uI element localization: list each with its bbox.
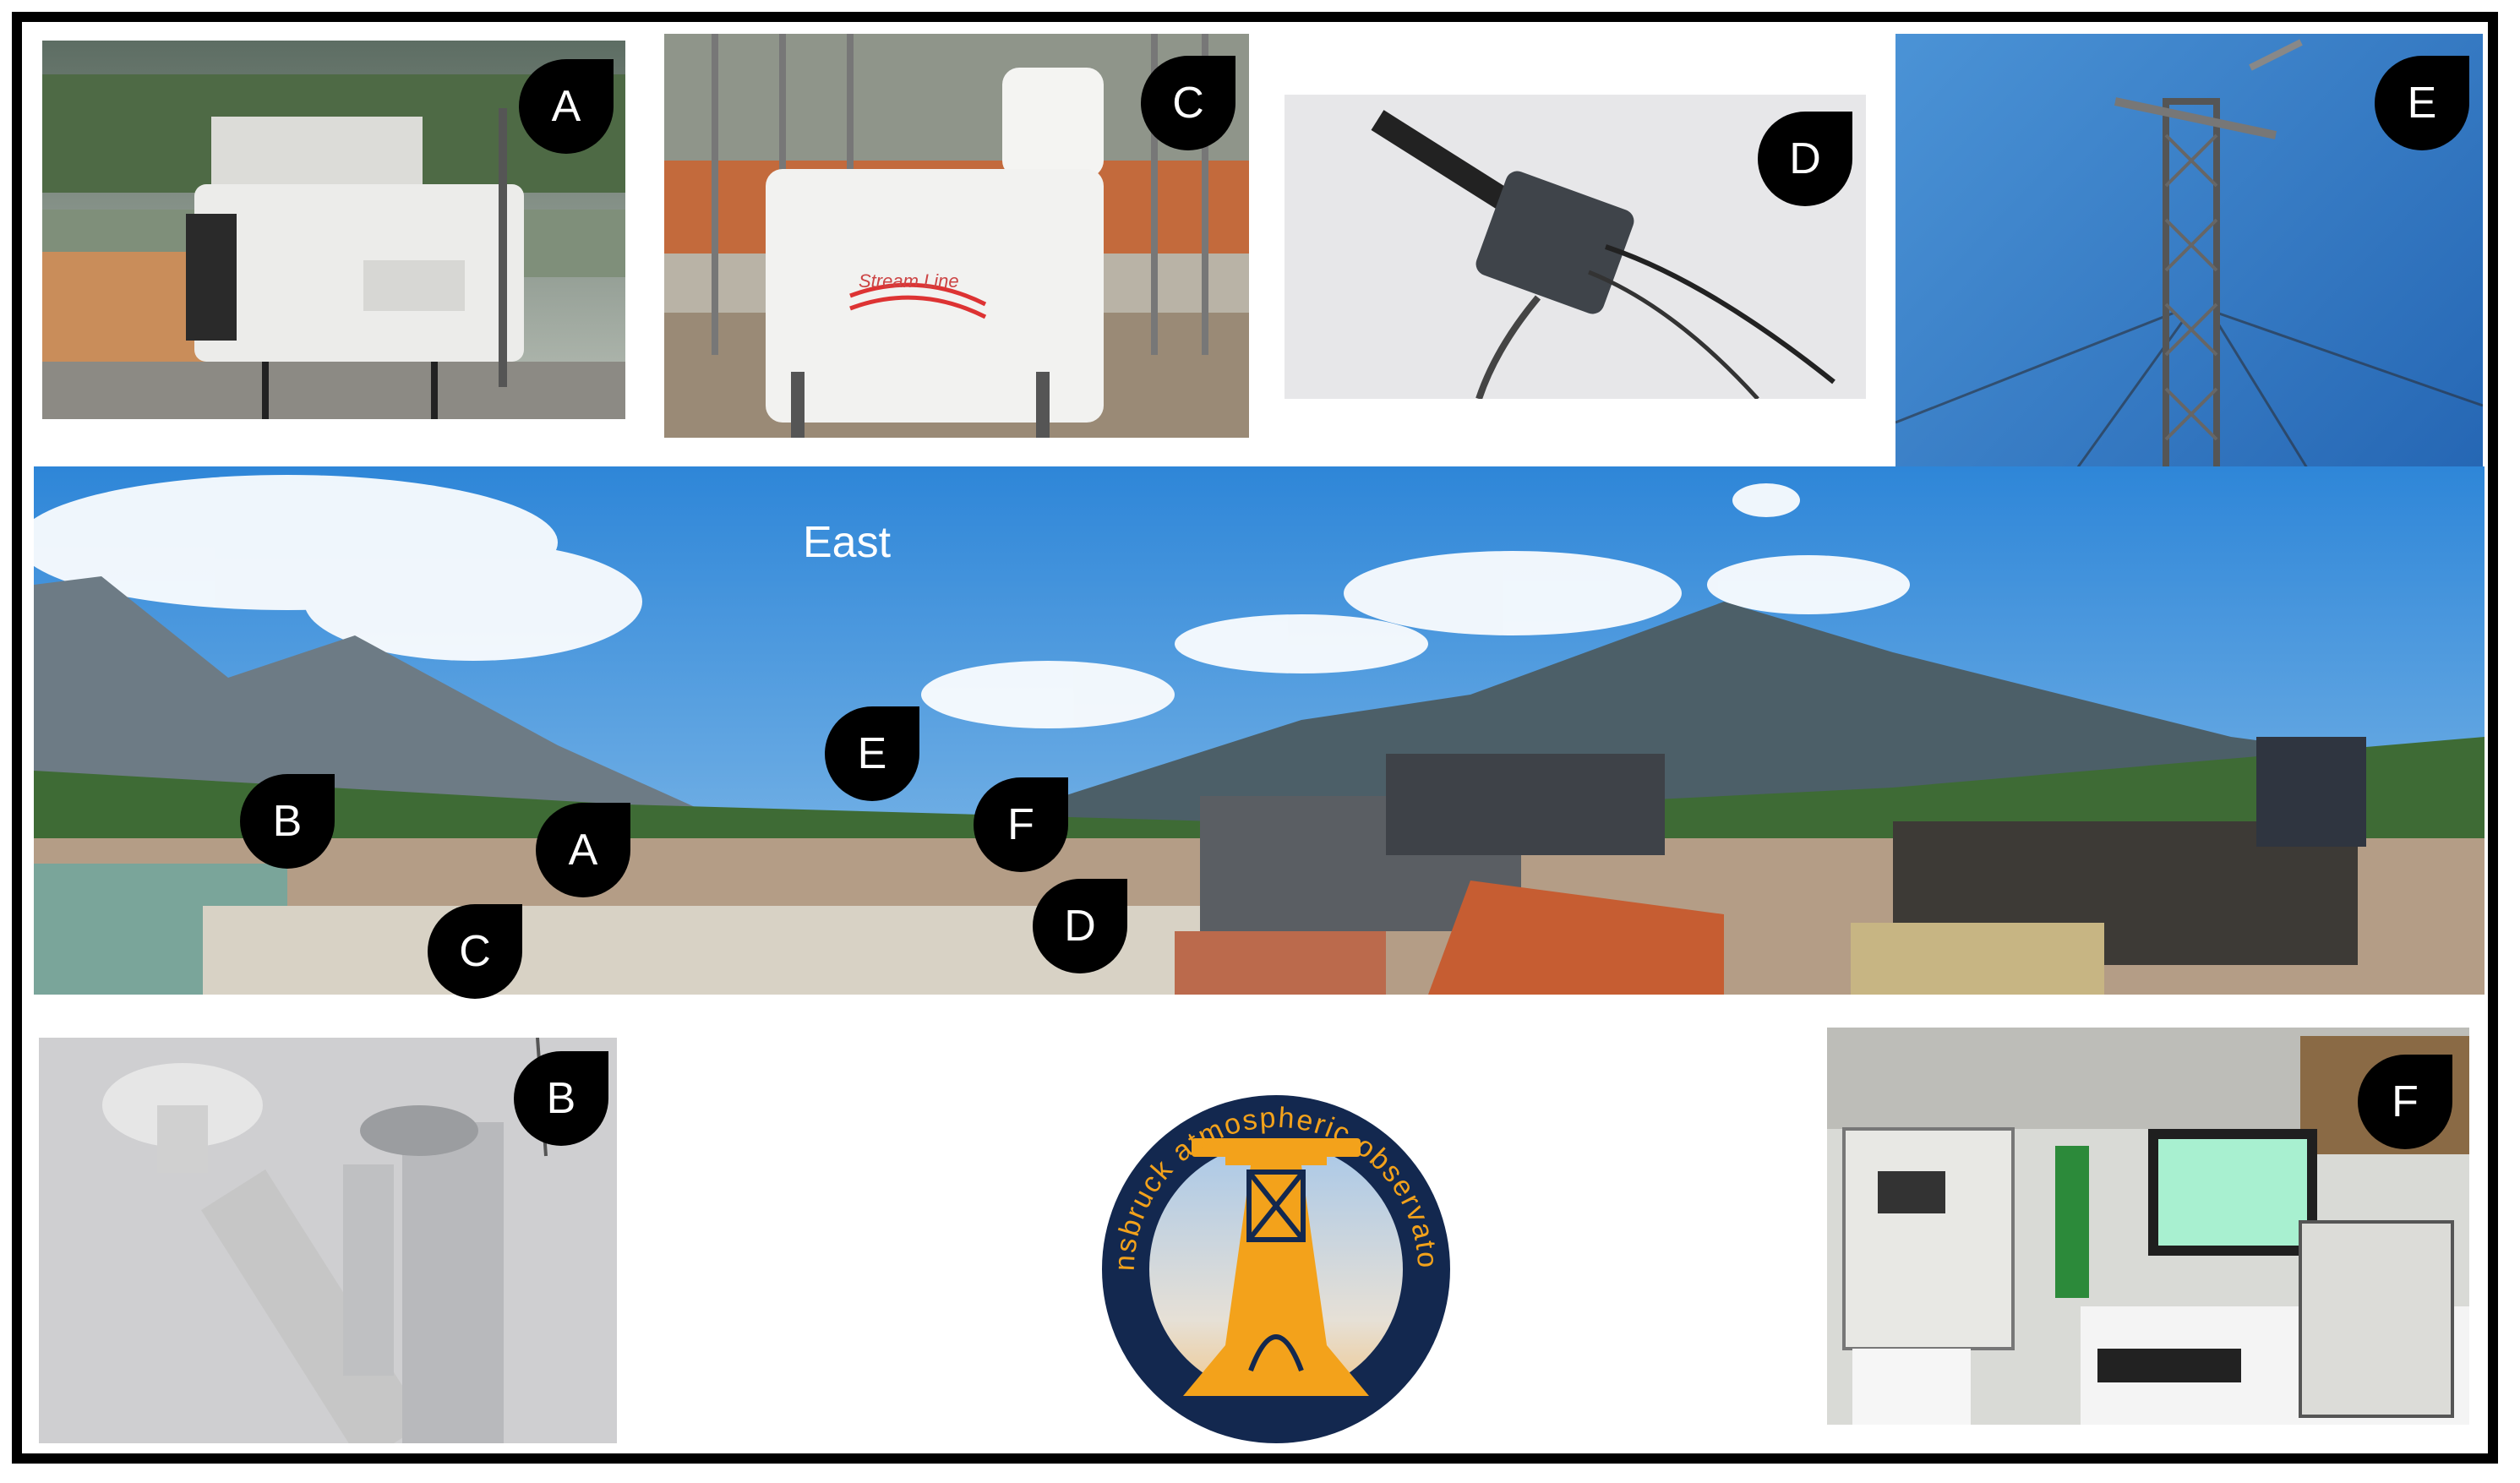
panorama-marker-f: F: [974, 777, 1068, 872]
label-a-badge: A: [519, 59, 614, 154]
panorama-marker-a: A: [536, 803, 630, 897]
label-e-badge: E: [2375, 56, 2469, 150]
label-f-badge: F: [2358, 1055, 2452, 1149]
photo-c-instrument: Stream Line: [664, 34, 1249, 438]
panorama-photo: [34, 466, 2485, 995]
photo-a-instrument: [42, 41, 625, 419]
photo-f-lab: [1827, 1028, 2469, 1425]
label-d-badge: D: [1758, 112, 1852, 206]
direction-east-label: East: [803, 518, 892, 567]
panorama-marker-c: C: [428, 904, 522, 999]
panorama-marker-b: B: [240, 774, 335, 869]
label-c-badge: C: [1141, 56, 1235, 150]
label-b-badge: B: [514, 1051, 608, 1146]
panorama-marker-e: E: [825, 706, 919, 801]
panorama-marker-d: D: [1033, 879, 1127, 973]
observatory-logo: innsbruck atmospheric observatory: [1090, 1066, 1454, 1447]
streamline-brand: Stream Line: [859, 270, 959, 292]
